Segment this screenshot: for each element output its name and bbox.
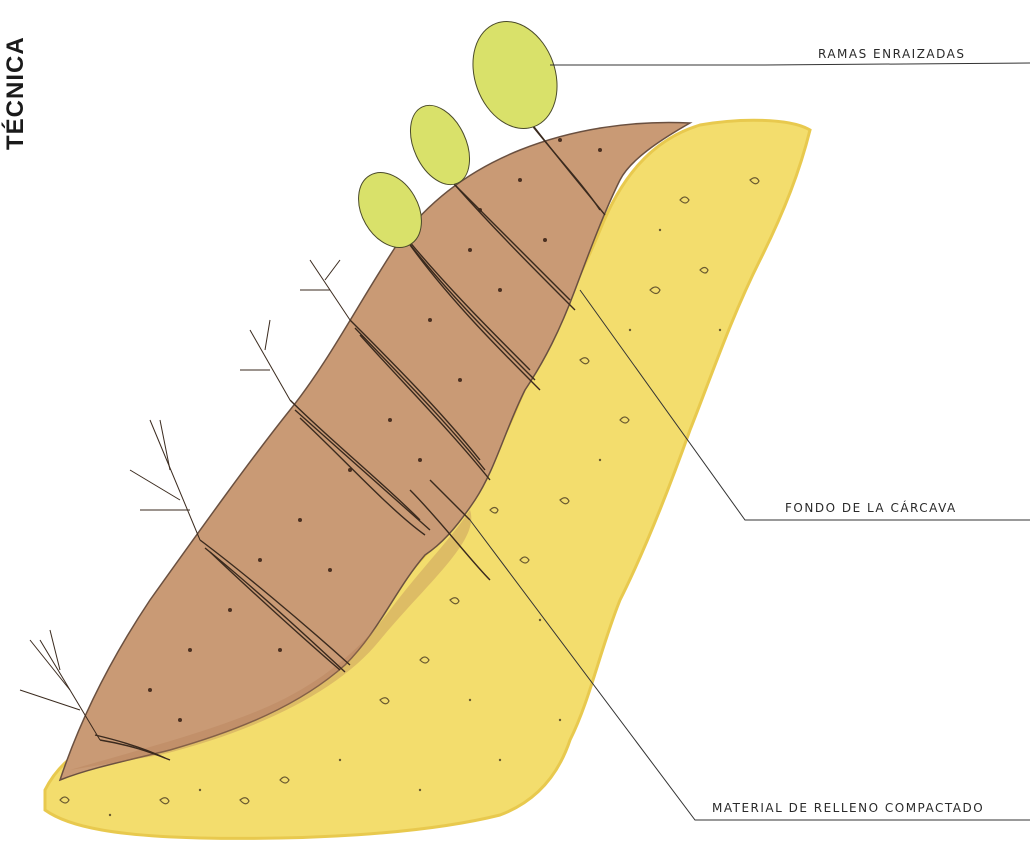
label-compacted-fill: MATERIAL DE RELLENO COMPACTADO xyxy=(712,801,984,815)
label-rooted-branches: RAMAS ENRAIZADAS xyxy=(818,47,966,61)
leader-line-top xyxy=(550,63,1030,65)
label-gully-bottom: FONDO DE LA CÁRCAVA xyxy=(785,500,957,515)
